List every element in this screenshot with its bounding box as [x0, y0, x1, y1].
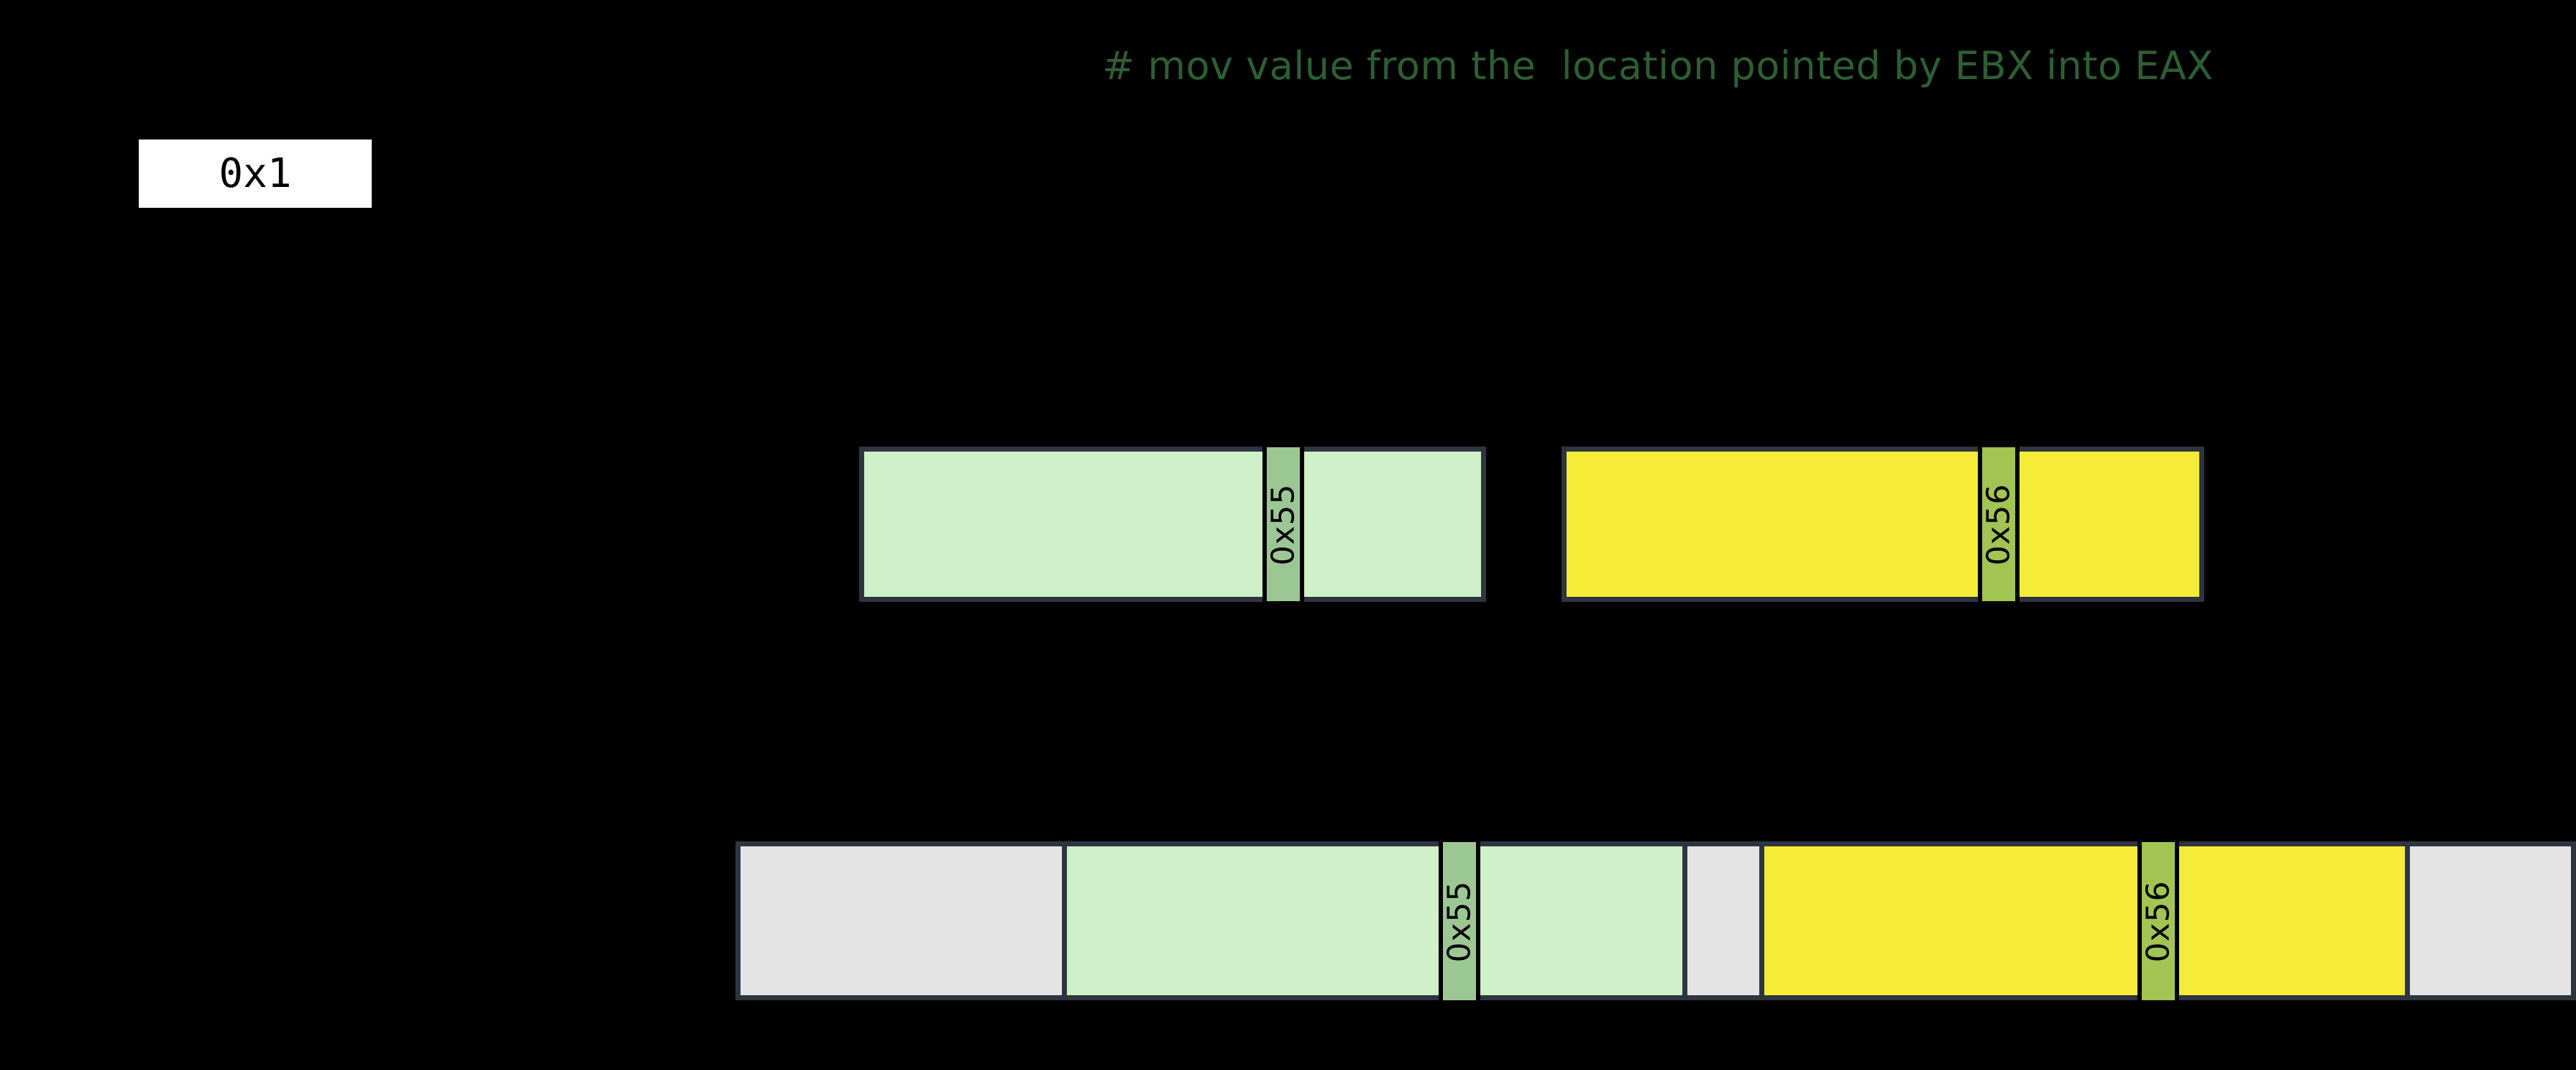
immediate-value-label: 0x1 — [219, 150, 292, 197]
memory-green-address-marker: 0x55 — [1439, 838, 1480, 1005]
green-bar-address-label: 0x55 — [1265, 483, 1302, 566]
yellow-bar-address-label: 0x56 — [1980, 483, 2017, 566]
immediate-value-box: 0x1 — [139, 140, 372, 208]
assembly-comment-text: # mov value from the location pointed by… — [1102, 43, 2214, 88]
memory-yellow-address-marker: 0x56 — [2137, 838, 2179, 1005]
yellow-value-bar: 0x56 — [1562, 443, 2204, 605]
yellow-bar-address-marker: 0x56 — [1978, 443, 2020, 605]
memory-segment-yellow-region — [1764, 846, 2405, 995]
memory-segment-unused-right — [2410, 846, 2571, 995]
memory-segment-unused-left — [741, 846, 1062, 995]
memory-segment-unused-middle — [1687, 846, 1759, 995]
memory-green-address-label: 0x55 — [1441, 879, 1478, 963]
memory-yellow-address-label: 0x56 — [2140, 879, 2177, 963]
green-bar-address-marker: 0x55 — [1262, 443, 1304, 605]
memory-segment-green-region — [1067, 846, 1682, 995]
memory-bar: 0x55 0x56 — [735, 838, 2576, 1005]
green-value-bar: 0x55 — [859, 443, 1486, 605]
